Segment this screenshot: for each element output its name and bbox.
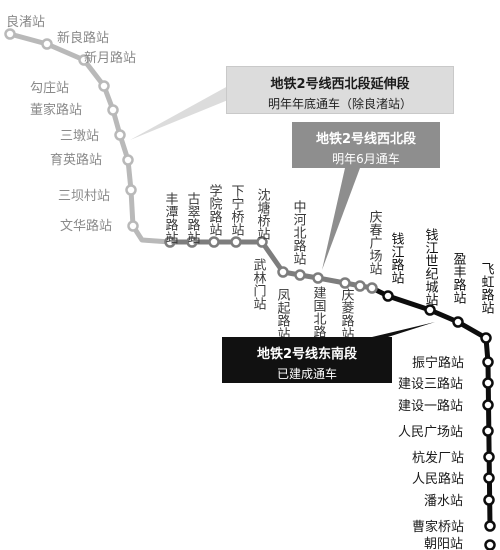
station-dot: [41, 38, 53, 50]
southeast-callout-title: 地铁2号线东南段: [256, 347, 358, 362]
southeast-callout-pointer: [372, 322, 435, 337]
station-dot: [382, 290, 394, 302]
southeast-stations: [382, 290, 496, 550]
station-dot: [354, 280, 366, 292]
station-dot: [294, 269, 306, 281]
station-label: 中河北路站: [291, 200, 307, 265]
station-dot: [114, 129, 126, 141]
station-label: 育英路站: [50, 152, 102, 168]
station-label: 钱江世纪城站: [423, 228, 439, 306]
southeast-callout-subtitle: 已建成通车: [276, 367, 337, 381]
station-dot: [482, 399, 494, 411]
station-label: 振宁路站: [412, 355, 464, 371]
station-dot: [122, 154, 134, 166]
northwest-callout: 地铁2号线西北段 明年6月通车: [292, 122, 440, 168]
station-label: 建国北路站: [311, 286, 327, 351]
station-dot: [484, 520, 496, 532]
station-dot: [4, 28, 16, 40]
station-dot: [366, 282, 378, 294]
station-dot: [78, 54, 90, 66]
station-label: 文华路站: [60, 218, 112, 234]
station-label: 庆春广场站: [367, 210, 383, 275]
station-dot: [482, 377, 494, 389]
station-dot: [452, 316, 464, 328]
extension-stations: [4, 28, 139, 232]
station-label: 曹家桥站: [412, 519, 464, 535]
station-dot: [483, 472, 495, 484]
station-label: 三墩站: [60, 129, 99, 144]
station-label: 沈塘桥站: [255, 188, 271, 240]
station-dot: [125, 184, 137, 196]
station-dot: [164, 236, 176, 248]
station-dot: [107, 104, 119, 116]
station-dot: [484, 539, 496, 550]
station-dot: [339, 277, 351, 289]
station-dot: [186, 236, 198, 248]
station-label: 良渚站: [6, 14, 45, 30]
extension-callout: 地铁2号线西北段延伸段 明年年底通车（除良渚站）: [226, 66, 454, 114]
station-label: 建设一路站: [398, 398, 463, 414]
station-label: 杭发厂站: [412, 450, 464, 466]
station-label: 丰潭路站: [163, 192, 179, 244]
station-label: 武林门站: [251, 258, 267, 310]
station-label: 董家路站: [30, 102, 82, 118]
station-dot: [483, 451, 495, 463]
station-label: 朝阳站: [424, 537, 463, 550]
station-dot: [127, 220, 139, 232]
station-dot: [256, 236, 268, 248]
extension-callout-subtitle: 明年年底通车（除良渚站）: [267, 97, 412, 111]
station-dot: [424, 304, 436, 316]
northwest-callout-pointer: [322, 168, 360, 270]
station-label: 建设三路站: [398, 376, 463, 392]
extension-callout-pointer: [130, 86, 228, 140]
station-label: 勾庄站: [30, 80, 69, 96]
station-dot: [480, 332, 492, 344]
station-label: 人民广场站: [398, 425, 463, 440]
station-label: 钱江路站: [389, 232, 405, 284]
northwest-callout-title: 地铁2号线西北段: [315, 132, 417, 147]
station-label: 学院路站: [207, 183, 223, 236]
station-label: 新月路站: [84, 50, 136, 66]
station-label: 庆菱路站: [339, 288, 355, 340]
station-label: 凤起路站: [275, 288, 291, 340]
station-dot: [312, 272, 324, 284]
station-dot: [98, 80, 110, 92]
station-label: 下宁桥站: [229, 184, 245, 236]
station-label: 盈丰路站: [451, 252, 467, 304]
station-dot: [483, 494, 495, 506]
station-dot: [482, 425, 494, 437]
northwest-callout-subtitle: 明年6月通车: [332, 152, 400, 166]
station-label: 飞虹路站: [479, 262, 495, 314]
station-dot: [482, 356, 494, 368]
station-label: 人民路站: [412, 471, 464, 487]
station-dot: [230, 236, 242, 248]
northwest-stations: [164, 236, 378, 294]
station-dot: [277, 266, 289, 278]
station-dot: [208, 236, 220, 248]
extension-callout-title: 地铁2号线西北段延伸段: [270, 77, 410, 92]
station-label: 三坝村站: [58, 189, 110, 204]
station-label: 潘水站: [424, 494, 463, 509]
station-label: 新良路站: [57, 30, 109, 46]
southeast-callout: 地铁2号线东南段 已建成通车: [222, 337, 392, 383]
station-label: 古翠路站: [185, 192, 201, 244]
